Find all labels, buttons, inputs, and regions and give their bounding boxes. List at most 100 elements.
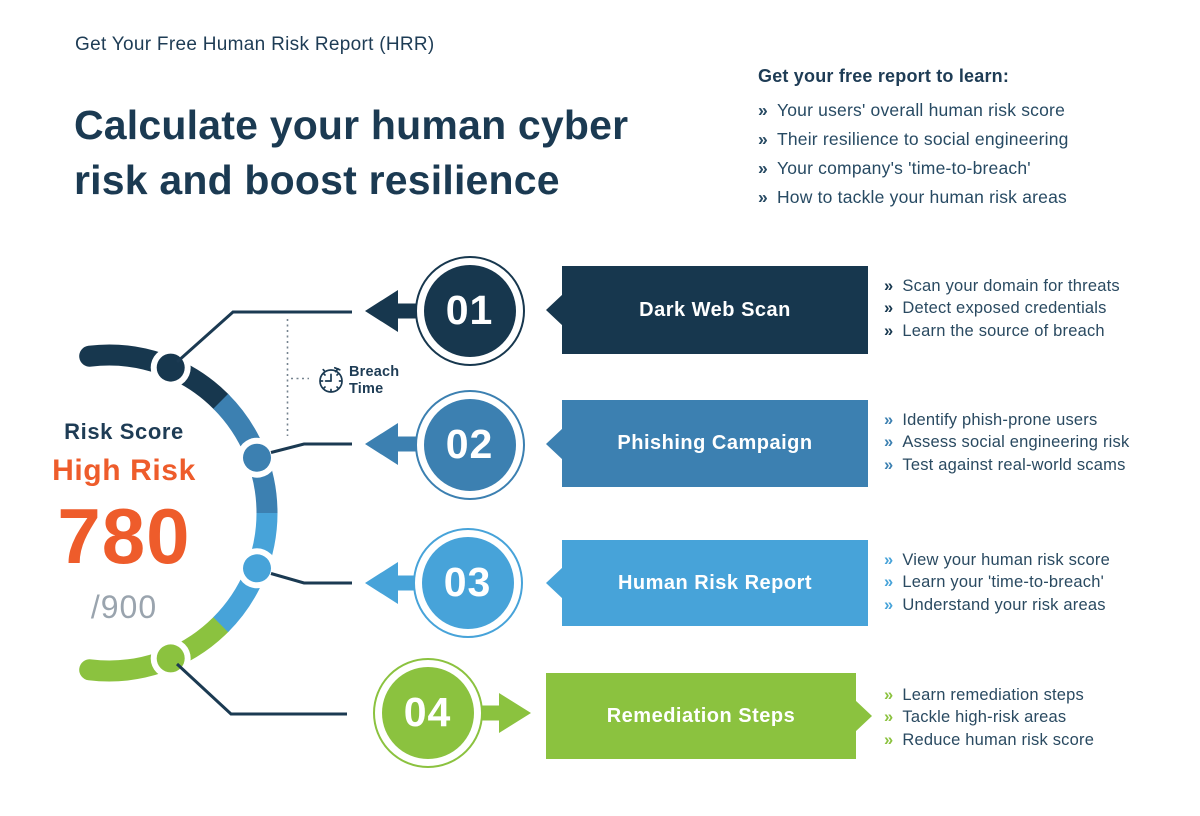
arrow-left-step1 — [365, 290, 424, 332]
step-circle-01: 01 — [414, 255, 525, 366]
step-bullet-text: Tackle high-risk areas — [902, 708, 1067, 727]
step-bullet: » Identify phish-prone users — [884, 409, 1200, 431]
double-chevron-icon: » — [884, 686, 894, 704]
step-circle-01-fill: 01 — [423, 264, 516, 357]
arrow-right-step4 — [474, 693, 531, 733]
double-chevron-icon: » — [884, 433, 894, 452]
breach-time-line1: Breach — [349, 364, 400, 380]
step-bullet: » Reduce human risk score — [884, 729, 1200, 751]
step-bullet: »Learn the source of breach — [884, 320, 1200, 342]
step-title: Remediation Steps — [606, 704, 796, 727]
arrow-left-step2 — [365, 423, 424, 465]
step-bullets-2: » Identify phish-prone users » Assess soci… — [884, 409, 1200, 476]
step-number: 03 — [443, 559, 492, 605]
learn-item-text: Their resilience to social engineering — [776, 129, 1069, 149]
banner-wedge-icon — [546, 427, 563, 460]
step-circle-04: 04 — [372, 657, 483, 768]
double-chevron-icon: » — [758, 187, 768, 207]
step-bullet-text: Assess social engineering risk — [902, 433, 1130, 452]
connector-line-1 — [176, 310, 352, 364]
learn-panel: Get your free report to learn: » Your us… — [758, 66, 1178, 212]
learn-item: » Their resilience to social engineering — [758, 125, 1178, 154]
risk-score-value: 780 — [57, 492, 191, 580]
connector-line-2 — [270, 442, 352, 454]
stopwatch-icon — [319, 366, 343, 393]
double-chevron-icon: » — [884, 595, 894, 614]
page-title-line1: Calculate your human cyber — [74, 102, 629, 148]
double-chevron-icon: » — [884, 573, 894, 592]
connector-line-4 — [175, 662, 347, 716]
double-chevron-icon: » — [758, 129, 768, 149]
step-bullet-text: Detect exposed credentials — [902, 299, 1107, 318]
step-bullet-text: Test against real-world scams — [902, 455, 1126, 474]
step-bullet: »Scan your domain for threats — [884, 275, 1200, 297]
step-title: Phishing Campaign — [617, 432, 813, 454]
gauge-arc — [79, 344, 278, 682]
step-banner-phishing-campaign: Phishing Campaign — [546, 400, 868, 487]
step-banner-dark-web-scan: Dark Web Scan — [546, 266, 868, 354]
learn-heading: Get your free report to learn: — [758, 66, 1010, 86]
double-chevron-icon: » — [884, 299, 894, 318]
step-number: 04 — [403, 689, 452, 735]
step-number: 02 — [445, 421, 494, 467]
risk-score-max: /900 — [90, 589, 158, 625]
breach-time-label: Breach Time — [349, 364, 399, 397]
step-bullet-text: Scan your domain for threats — [902, 277, 1120, 295]
step-arrows — [365, 290, 531, 733]
breach-dotted-guides — [286, 319, 309, 436]
step-bullet-text: Understand your risk areas — [902, 595, 1106, 614]
banner-wedge-icon — [546, 294, 563, 326]
gauge-dot-3 — [243, 554, 271, 583]
step-circle-02: 02 — [414, 389, 525, 500]
step-bullet-text: Learn remediation steps — [902, 686, 1085, 704]
double-chevron-icon: » — [758, 100, 768, 120]
gauge-dot-2 — [243, 443, 271, 472]
step-title: Dark Web Scan — [639, 298, 791, 321]
double-chevron-icon: » — [884, 708, 894, 727]
step-circle-04-fill: 04 — [381, 666, 474, 759]
learn-item-text: How to tackle your human risk areas — [776, 187, 1067, 207]
step-title: Human Risk Report — [617, 571, 813, 594]
eyebrow-text: Get Your Free Human Risk Report (HRR) — [75, 34, 435, 55]
step-bullet: » Understand your risk areas — [884, 594, 1200, 616]
risk-score-label: Risk Score — [64, 419, 184, 444]
step-bullet-text: Learn the source of breach — [902, 321, 1105, 340]
step-bullet: » Learn your 'time-to-breach' — [884, 571, 1200, 593]
step-bullet: » Tackle high-risk areas — [884, 706, 1200, 728]
step-bullet-text: Identify phish-prone users — [902, 411, 1098, 429]
step-bullets-4: » Learn remediation steps » Tackle high-ri… — [884, 684, 1200, 751]
double-chevron-icon: » — [884, 411, 894, 429]
connector-line-3 — [270, 572, 352, 585]
step-banner-human-risk-report: Human Risk Report — [546, 540, 868, 626]
step-bullet: » Test against real-world scams — [884, 454, 1200, 476]
arrow-left-step3 — [365, 562, 422, 604]
double-chevron-icon: » — [884, 730, 894, 749]
step-bullets-3: »View your human risk score » Learn your … — [884, 549, 1200, 616]
risk-score-block: Risk Score High Risk 780 /900 — [35, 419, 213, 626]
banner-wedge-icon — [855, 700, 872, 732]
banner-wedge-icon — [546, 567, 563, 599]
learn-item-text: Your company's 'time-to-breach' — [776, 158, 1031, 178]
step-bullet: » Assess social engineering risk — [884, 431, 1200, 453]
step-number: 01 — [445, 287, 494, 333]
learn-item-text: Your users' overall human risk score — [776, 100, 1066, 120]
step-bullet-text: Reduce human risk score — [902, 730, 1095, 749]
step-bullets-1: »Scan your domain for threats » Detect ex… — [884, 275, 1200, 342]
page-title-line2: risk and boost resilience — [74, 157, 560, 203]
breach-time-line2: Time — [349, 380, 384, 397]
page-title: Calculate your human cyber risk and boos… — [74, 98, 628, 208]
learn-item: » How to tackle your human risk areas — [758, 183, 1178, 212]
step-circle-03-fill: 03 — [421, 536, 514, 629]
double-chevron-icon: » — [884, 551, 894, 569]
learn-item: » Your users' overall human risk score — [758, 96, 1178, 125]
learn-item: » Your company's 'time-to-breach' — [758, 154, 1178, 183]
step-circle-02-fill: 02 — [423, 398, 516, 491]
step-bullet-text: Learn your 'time-to-breach' — [902, 573, 1104, 592]
step-bullet: » Detect exposed credentials — [884, 297, 1200, 319]
double-chevron-icon: » — [758, 158, 768, 178]
step-bullet: »View your human risk score — [884, 549, 1200, 571]
step-circle-03: 03 — [412, 527, 523, 638]
double-chevron-icon: » — [884, 455, 894, 474]
